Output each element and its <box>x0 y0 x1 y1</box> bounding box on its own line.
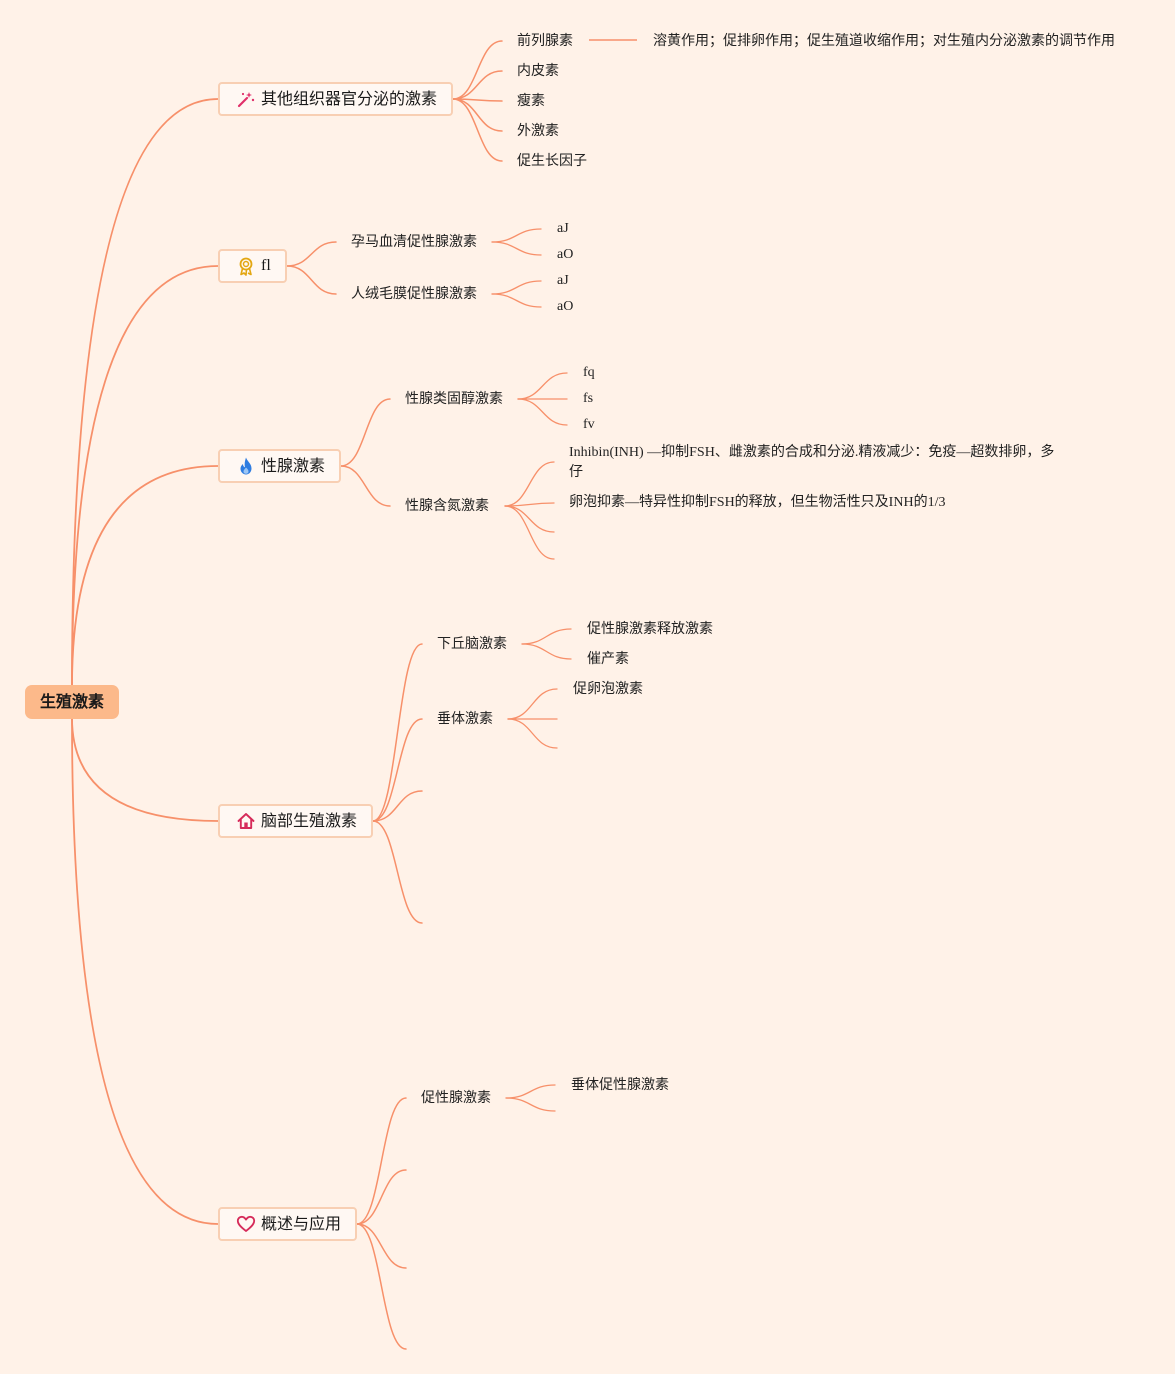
root-connector <box>71 465 219 687</box>
connector-gonadal <box>340 398 391 467</box>
root-connector <box>71 717 219 822</box>
connector-brain <box>372 790 423 822</box>
branch-other-hormones[interactable]: 其他组织器官分泌的激素 <box>218 82 453 116</box>
connector-pmsg <box>491 228 542 243</box>
connector-hcg <box>491 293 542 308</box>
item-gnrh[interactable]: 促性腺激素释放激素 <box>587 621 713 637</box>
item-pmsg[interactable]: 孕马血清促性腺激素 <box>351 234 477 250</box>
connector-overview <box>356 1097 407 1225</box>
item-hypothalamic[interactable]: 下丘脑激素 <box>437 636 507 652</box>
connector-gonadotropins <box>505 1097 556 1112</box>
pmsg-child-aj[interactable]: aJ <box>557 221 569 236</box>
connector-nitrogenous <box>504 461 555 507</box>
branch-fl[interactable]: fl <box>218 249 287 283</box>
inhibin-note[interactable]: Inhibin(INH) —抑制FSH、雌激素的合成和分泌.精液减少：免疫—超数… <box>569 445 1055 480</box>
connector-brain <box>372 643 423 822</box>
item-pheromone[interactable]: 外激素 <box>517 123 559 139</box>
connector-pituitary <box>507 688 558 720</box>
prostaglandin-note[interactable]: 溶黄作用；促排卵作用；促生殖道收缩作用；对生殖内分泌激素的调节作用 <box>653 33 1115 49</box>
follistatin-note[interactable]: 卵泡抑素—特异性抑制FSH的释放，但生物活性只及INH的1/3 <box>569 495 946 510</box>
item-leptin[interactable]: 瘦素 <box>517 93 545 109</box>
connector-steroids <box>517 372 568 400</box>
branch-overview-label: 概述与应用 <box>261 1214 342 1233</box>
item-growth-factor[interactable]: 促生长因子 <box>517 153 587 169</box>
branch-brain-hormones-label: 脑部生殖激素 <box>261 811 358 830</box>
item-hcg[interactable]: 人绒毛膜促性腺激素 <box>351 286 477 302</box>
connector-brain <box>372 820 423 924</box>
connector-pituitary <box>507 718 558 749</box>
connector-steroids <box>517 398 568 426</box>
home-icon <box>236 811 256 831</box>
connector-hypothalamic <box>521 628 572 645</box>
branch-other-hormones-label: 其他组织器官分泌的激素 <box>261 89 438 108</box>
connector-fl <box>286 265 337 295</box>
item-endothelin[interactable]: 内皮素 <box>517 63 559 79</box>
connector-overview <box>356 1223 407 1269</box>
flame-icon <box>236 456 256 476</box>
award-ribbon-icon <box>236 256 256 276</box>
connector-pmsg <box>491 241 542 256</box>
item-pituitary-gonadotropins[interactable]: 垂体促性腺激素 <box>571 1077 669 1093</box>
item-prostaglandin[interactable]: 前列腺素 <box>517 33 573 49</box>
branch-overview[interactable]: 概述与应用 <box>218 1207 357 1241</box>
item-gonadotropins[interactable]: 促性腺激素 <box>421 1090 491 1106</box>
steroid-child-fq[interactable]: fq <box>583 365 595 380</box>
magic-wand-icon <box>236 89 256 109</box>
root-connector <box>71 265 219 687</box>
connector-brain <box>372 718 423 822</box>
hcg-child-aj[interactable]: aJ <box>557 273 569 288</box>
steroid-child-fs[interactable]: fs <box>583 391 594 406</box>
connector-fl <box>286 241 337 267</box>
root-node[interactable]: 生殖激素 <box>25 685 119 719</box>
root-connector <box>71 717 219 1225</box>
connector-nitrogenous <box>504 505 555 533</box>
connector-nitrogenous <box>504 505 555 560</box>
connector-gonadal <box>340 465 391 507</box>
hcg-child-ao[interactable]: aO <box>557 299 574 314</box>
item-gonadal-steroids[interactable]: 性腺类固醇激素 <box>405 391 503 407</box>
heart-icon <box>236 1214 256 1234</box>
steroid-child-fv[interactable]: fv <box>583 417 595 432</box>
connector-overview <box>356 1223 407 1350</box>
item-pituitary[interactable]: 垂体激素 <box>437 711 493 727</box>
connector-overview <box>356 1169 407 1225</box>
connector-gonadotropins <box>505 1084 556 1099</box>
branch-gonadal-hormones[interactable]: 性腺激素 <box>218 449 341 483</box>
connector-other <box>452 98 503 132</box>
root-connector <box>71 98 219 687</box>
item-fsh[interactable]: 促卵泡激素 <box>573 681 643 697</box>
item-oxytocin[interactable]: 催产素 <box>587 651 629 667</box>
connector-other <box>452 40 503 100</box>
pmsg-child-ao[interactable]: aO <box>557 247 574 262</box>
branch-fl-label: fl <box>261 257 271 274</box>
connector-other <box>452 70 503 100</box>
connector-hcg <box>491 280 542 295</box>
item-gonadal-nitrogenous[interactable]: 性腺含氮激素 <box>405 498 489 514</box>
branch-brain-hormones[interactable]: 脑部生殖激素 <box>218 804 373 838</box>
branch-gonadal-hormones-label: 性腺激素 <box>261 456 326 475</box>
connector-hypothalamic <box>521 643 572 660</box>
connector-other <box>452 98 503 162</box>
